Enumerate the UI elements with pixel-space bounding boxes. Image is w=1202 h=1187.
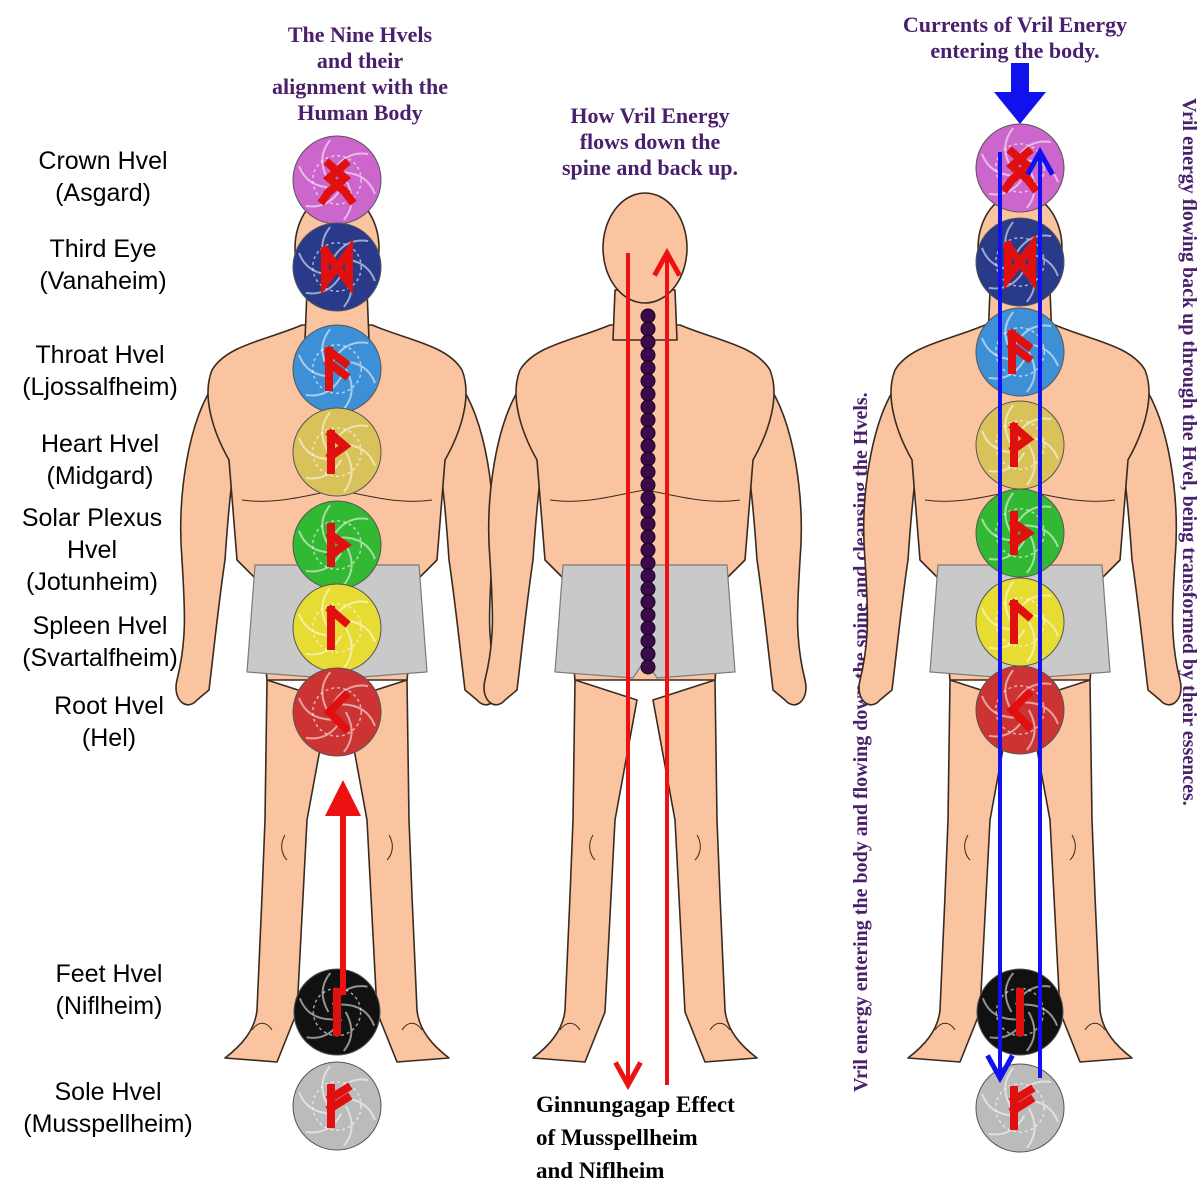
- spine-bead: [641, 634, 655, 648]
- spine-bead: [641, 452, 655, 466]
- hvel-disc: [976, 578, 1064, 666]
- spine-bead: [641, 621, 655, 635]
- spine-bead: [641, 374, 655, 388]
- hvel-left-1: [293, 223, 381, 311]
- hvel-left-5: [293, 584, 381, 672]
- spine-bead: [641, 517, 655, 531]
- hvel-left-0: [293, 136, 381, 224]
- spine-bead: [641, 348, 655, 362]
- spine-bead: [641, 530, 655, 544]
- hvel-right-3: [976, 401, 1064, 489]
- hvel-right-1: [976, 218, 1064, 306]
- hvel-right-2: [976, 308, 1064, 396]
- left-leg: [533, 680, 637, 1062]
- hvel-left-6: [293, 668, 381, 756]
- spine-bead: [641, 504, 655, 518]
- spine-bead: [641, 556, 655, 570]
- hvel-right-8: [976, 1064, 1064, 1152]
- hvel-disc: [293, 668, 381, 756]
- hvel-right-6: [976, 666, 1064, 754]
- entry-arrow-icon: [994, 63, 1046, 124]
- hvel-right-5: [976, 578, 1064, 666]
- hvel-disc: [976, 489, 1064, 577]
- hvel-left-2: [293, 325, 381, 413]
- hvel-right-0: [976, 124, 1064, 212]
- spine-bead: [641, 400, 655, 414]
- spine-bead: [641, 543, 655, 557]
- spine-bead: [641, 322, 655, 336]
- hvel-left-3: [293, 408, 381, 496]
- spine-bead: [641, 608, 655, 622]
- spine-bead: [641, 413, 655, 427]
- hvel-disc: [293, 584, 381, 672]
- hvel-right-4: [976, 489, 1064, 577]
- head: [603, 193, 687, 303]
- spine-bead: [641, 647, 655, 661]
- hvel-disc: [976, 666, 1064, 754]
- spine-bead: [641, 582, 655, 596]
- spine-bead: [641, 465, 655, 479]
- spine-bead: [641, 335, 655, 349]
- spine-bead: [641, 309, 655, 323]
- hvel-right-7: [977, 969, 1063, 1055]
- hvel-left-7: [294, 969, 380, 1055]
- spine-bead: [641, 478, 655, 492]
- hvel-disc: [293, 501, 381, 589]
- spine-bead: [641, 595, 655, 609]
- spine-bead: [641, 569, 655, 583]
- hvel-left-8: [293, 1062, 381, 1150]
- spine-bead: [641, 491, 655, 505]
- spine-bead: [641, 660, 655, 674]
- spine-bead: [641, 387, 655, 401]
- spine-bead: [641, 361, 655, 375]
- spine-bead: [641, 439, 655, 453]
- spine-bead: [641, 426, 655, 440]
- hvel-left-4: [293, 501, 381, 589]
